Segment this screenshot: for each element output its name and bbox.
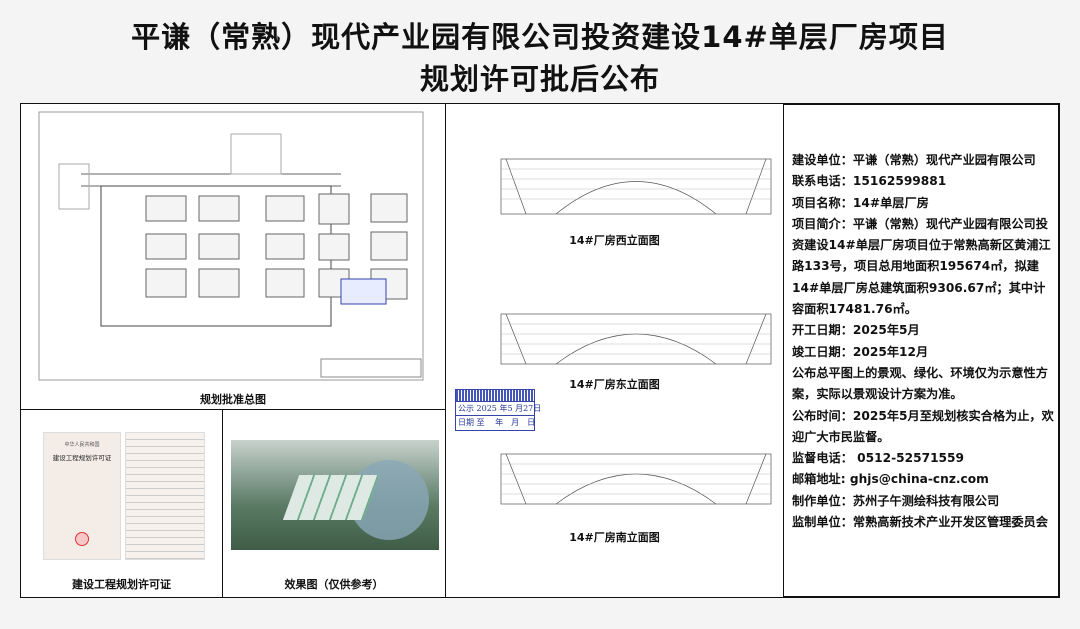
permit-panel: 中华人民共和国 建设工程规划许可证 建设工程规划许可证 — [20, 409, 223, 598]
info-supervision-phone: 监督电话： 0512-52571559 — [792, 451, 964, 466]
elevation-drawings — [500, 158, 772, 505]
site-plan-caption: 规划批准总图 — [200, 393, 266, 406]
info-summary: 项目简介：平谦（常熟）现代产业园有限公司投资建设14#单层厂房项目位于常熟高新区… — [792, 216, 1051, 317]
permit-caption: 建设工程规划许可证 — [72, 578, 171, 591]
permit-header: 中华人民共和国 — [64, 442, 100, 448]
project-info: 建设单位：平谦（常熟）现代产业园有限公司 联系电话：15162599881 项目… — [792, 150, 1054, 533]
stamp-row-end: 日期 至 年 月 日 — [458, 418, 536, 427]
permit-title: 建设工程规划许可证 — [52, 454, 112, 462]
publication-stamp: 公示 2025 年5 月27日 日期 至 年 月 日 — [455, 389, 541, 431]
info-start-date: 开工日期：2025年5月 — [792, 323, 920, 338]
rendering-caption: 效果图（仅供参考） — [284, 578, 384, 591]
permit-cover: 中华人民共和国 建设工程规划许可证 — [43, 432, 121, 560]
stamp-row-start: 公示 2025 年5 月27日 — [456, 402, 541, 416]
info-email[interactable]: 邮箱地址: ghjs@china-cnz.com — [792, 472, 989, 487]
info-disclaimer: 公布总平图上的景观、绿化、环境仅为示意性方案，实际以景观设计方案为准。 — [792, 365, 1048, 402]
rendering-panel: 效果图（仅供参考） — [222, 409, 446, 598]
west-elevation-caption: 14#厂房西立面图 — [569, 234, 660, 247]
info-builder: 建设单位：平谦（常熟）现代产业园有限公司 — [792, 153, 1036, 167]
elevations-panel: 14#厂房西立面图 14#厂房东立面图 14#厂房南立面图 — [445, 103, 784, 598]
info-supervisor: 监制单位：常熟高新技术产业开发区管理委员会 — [792, 515, 1048, 530]
permit-detail-page — [125, 432, 205, 560]
info-end-date: 竣工日期：2025年12月 — [792, 344, 929, 359]
page-title: 平谦（常熟）现代产业园有限公司投资建设14#单层厂房项目 — [131, 20, 949, 54]
page-subtitle: 规划许可批后公布 — [419, 62, 660, 96]
site-plan-panel: 规划批准总图 — [20, 103, 446, 410]
south-elevation-caption: 14#厂房南立面图 — [569, 531, 660, 544]
rendering-image — [231, 440, 439, 550]
info-producer: 制作单位：苏州子午测绘科技有限公司 — [792, 493, 1000, 508]
permit-seal-icon — [75, 532, 89, 546]
info-project-name: 项目名称：14#单层厂房 — [792, 195, 929, 210]
east-elevation-caption: 14#厂房东立面图 — [569, 378, 660, 391]
info-phone: 联系电话：15162599881 — [792, 174, 947, 189]
info-publish-time: 公布时间：2025年5月至规划核实合格为止，欢迎广大市民监督。 — [792, 408, 1054, 444]
site-plan-drawing — [38, 111, 424, 381]
